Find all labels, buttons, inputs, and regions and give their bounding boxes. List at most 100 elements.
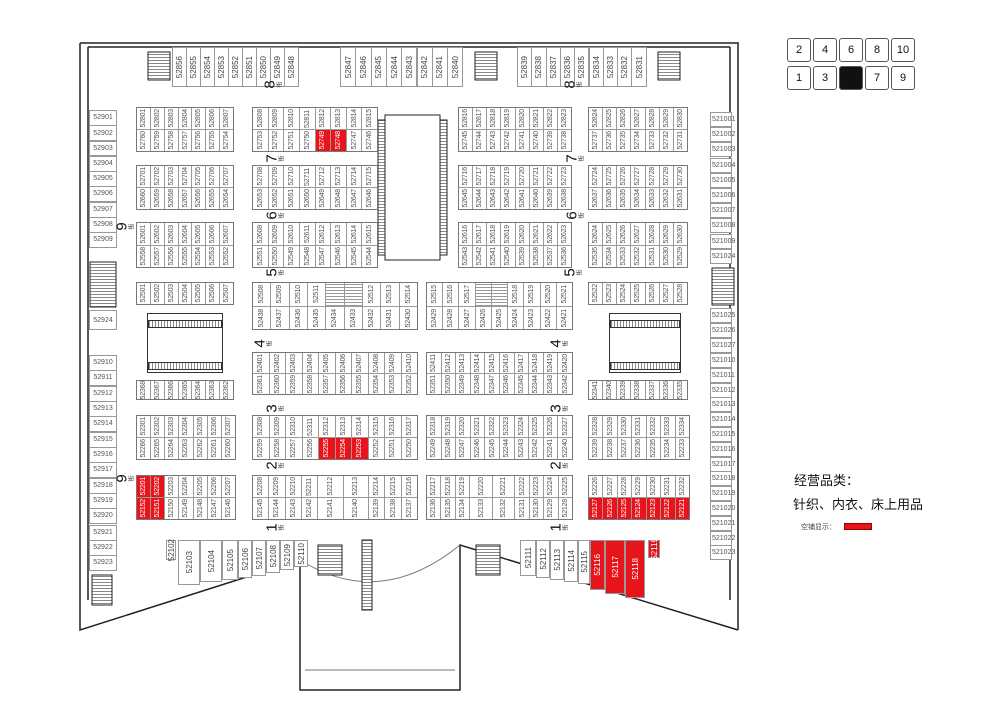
- stall[interactable]: 52421: [555, 306, 572, 329]
- stall[interactable]: 52615: [361, 223, 377, 245]
- stall[interactable]: 52346: [498, 374, 514, 394]
- stall[interactable]: 52213: [342, 476, 368, 497]
- stall[interactable]: 52368: [137, 381, 150, 399]
- stall[interactable]: 52110: [294, 540, 308, 567]
- stall[interactable]: 52140: [342, 498, 368, 519]
- stall[interactable]: 52423: [523, 306, 539, 329]
- stall[interactable]: 52152: [137, 498, 151, 519]
- stall[interactable]: 52637: [589, 188, 602, 209]
- stall[interactable]: 52403: [285, 353, 302, 373]
- stall[interactable]: 52824: [589, 108, 602, 129]
- stall[interactable]: 52713: [330, 166, 346, 187]
- stall[interactable]: 52326: [542, 416, 558, 437]
- stall[interactable]: 521022: [710, 530, 735, 546]
- stall[interactable]: 52912: [89, 386, 117, 402]
- stall[interactable]: 52504: [177, 283, 192, 304]
- stall[interactable]: 52903: [89, 140, 117, 157]
- stall[interactable]: 52366: [163, 381, 178, 400]
- stall[interactable]: 521008: [710, 218, 735, 234]
- stall[interactable]: 52715: [361, 166, 377, 187]
- stall[interactable]: 52732: [658, 130, 673, 151]
- stall[interactable]: 52516: [442, 283, 458, 306]
- stall[interactable]: 52916: [89, 447, 117, 463]
- stall[interactable]: 52332: [645, 416, 660, 437]
- stall[interactable]: 52750: [298, 130, 315, 151]
- stall[interactable]: 52314: [351, 416, 368, 437]
- stall[interactable]: 52505: [191, 283, 205, 304]
- stall[interactable]: 52327: [557, 416, 572, 437]
- stall[interactable]: 52743: [486, 130, 500, 151]
- stall[interactable]: 52512: [361, 283, 380, 306]
- stall[interactable]: 52226: [589, 476, 602, 497]
- stall[interactable]: 52206: [206, 476, 221, 497]
- stall[interactable]: 52611: [298, 223, 315, 245]
- stall[interactable]: 52839: [517, 47, 533, 87]
- stall[interactable]: 52148: [192, 498, 207, 519]
- stall[interactable]: 52318: [427, 416, 441, 437]
- stall[interactable]: 52844: [385, 47, 403, 87]
- stall[interactable]: 52755: [205, 130, 219, 151]
- stall[interactable]: 52627: [630, 223, 644, 245]
- stall[interactable]: 52625: [602, 223, 616, 245]
- stall[interactable]: 52133: [469, 498, 491, 519]
- stall[interactable]: 52601: [137, 223, 150, 245]
- stall[interactable]: 52639: [542, 188, 557, 209]
- stall[interactable]: 52114: [564, 540, 578, 582]
- stall[interactable]: 521011: [710, 367, 735, 383]
- stall[interactable]: 52719: [500, 166, 514, 187]
- stall[interactable]: 52137: [400, 498, 417, 519]
- stall[interactable]: 52606: [205, 223, 219, 245]
- stall[interactable]: 52342: [557, 374, 572, 394]
- stall[interactable]: 52306: [206, 416, 221, 437]
- stall[interactable]: 521027: [710, 338, 735, 353]
- stall[interactable]: 52118: [625, 540, 645, 598]
- stall[interactable]: 52703: [163, 166, 178, 187]
- stall[interactable]: 52303: [164, 416, 178, 437]
- stall[interactable]: 52543: [459, 246, 472, 268]
- stall[interactable]: 52833: [602, 47, 619, 87]
- stall[interactable]: 52323: [498, 416, 514, 437]
- stall[interactable]: 52701: [137, 166, 150, 187]
- stall[interactable]: 52255: [318, 438, 335, 459]
- stall[interactable]: 52233: [674, 438, 689, 459]
- stall[interactable]: 52222: [514, 476, 528, 497]
- stall[interactable]: 52309: [268, 416, 286, 437]
- stall[interactable]: 52535: [589, 246, 602, 268]
- stall[interactable]: 52435: [306, 306, 325, 329]
- stall[interactable]: 521016: [710, 441, 735, 457]
- stall[interactable]: 52418: [528, 353, 543, 373]
- stall[interactable]: 52853: [214, 47, 229, 87]
- stall[interactable]: 52117: [605, 540, 625, 594]
- stall[interactable]: 52531: [644, 245, 659, 267]
- stall[interactable]: 52804: [177, 108, 192, 129]
- stall[interactable]: 52524: [616, 283, 630, 304]
- stall[interactable]: 52828: [644, 108, 659, 129]
- stall[interactable]: 52602: [149, 223, 164, 245]
- stall[interactable]: 52411: [427, 353, 441, 373]
- stall[interactable]: 52239: [589, 438, 602, 459]
- stall[interactable]: 52631: [672, 188, 687, 209]
- stall[interactable]: 52801: [137, 108, 150, 129]
- stall[interactable]: 52527: [658, 283, 673, 304]
- stall[interactable]: 521015: [710, 427, 735, 442]
- stall[interactable]: 52127: [589, 498, 603, 519]
- stall[interactable]: 52841: [431, 47, 449, 87]
- stall[interactable]: 52620: [514, 223, 529, 245]
- stall[interactable]: 52630: [672, 223, 687, 245]
- stall[interactable]: 52756: [191, 130, 205, 151]
- stall[interactable]: 52736: [602, 130, 616, 151]
- stall[interactable]: 52847: [340, 47, 357, 87]
- stall[interactable]: 52657: [177, 188, 192, 209]
- stall[interactable]: 52728: [644, 166, 659, 187]
- stall[interactable]: 52425: [490, 306, 507, 329]
- stall[interactable]: 52734: [630, 130, 644, 151]
- stall[interactable]: 52539: [514, 245, 529, 267]
- stall[interactable]: 52262: [192, 438, 207, 459]
- stall[interactable]: 52711: [298, 166, 315, 187]
- stall[interactable]: 52211: [300, 476, 317, 497]
- stall[interactable]: 52920: [89, 508, 117, 524]
- stall[interactable]: 52260: [220, 438, 235, 459]
- stall[interactable]: 52353: [384, 374, 401, 394]
- stall[interactable]: 52742: [500, 130, 514, 151]
- stall[interactable]: 52915: [89, 432, 117, 448]
